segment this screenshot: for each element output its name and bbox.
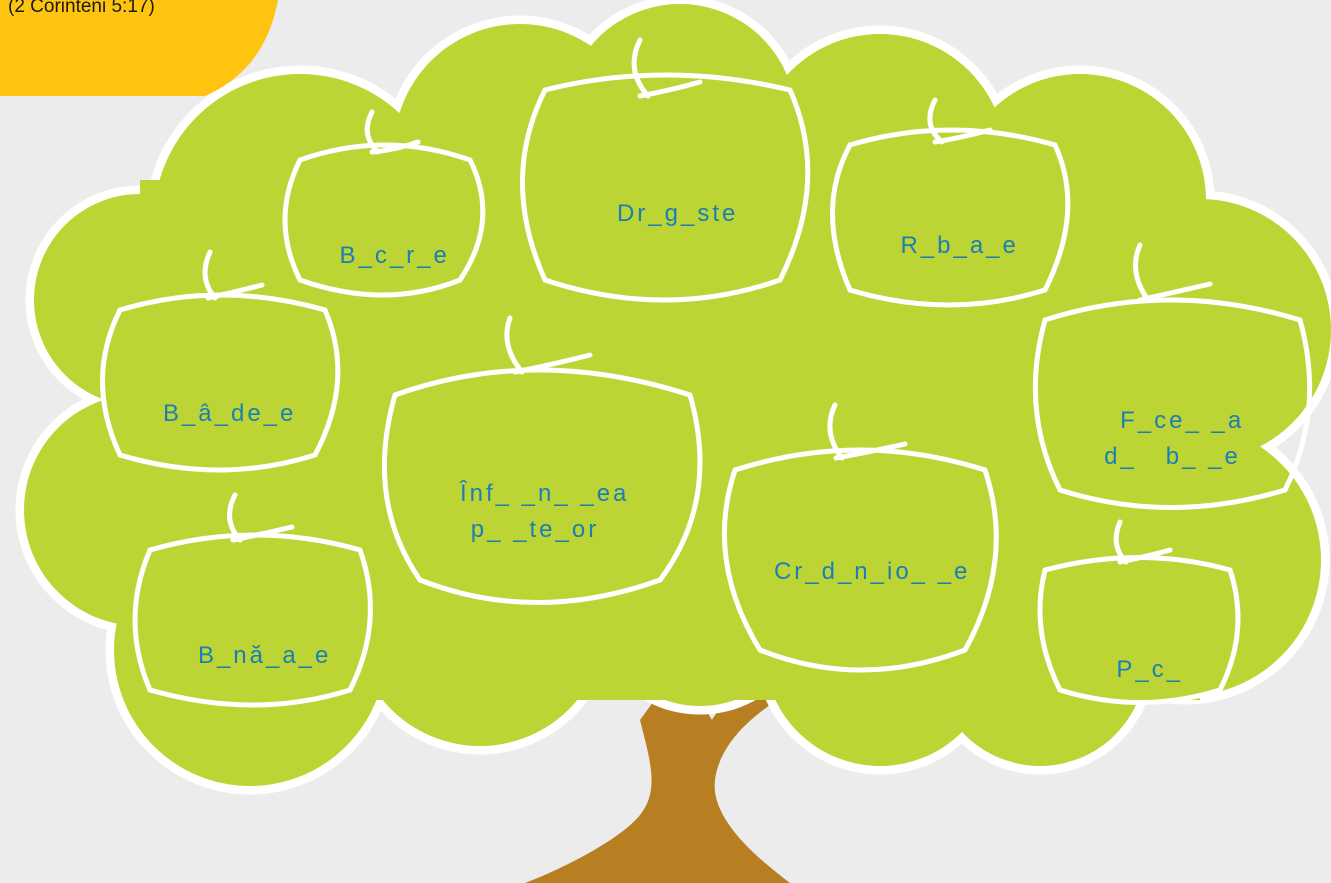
apple-dragoste bbox=[520, 37, 811, 303]
apple-bunatate bbox=[132, 492, 373, 708]
tree-canopy-fill bbox=[24, 4, 1331, 786]
apple-credinciosie bbox=[721, 402, 999, 673]
apple-pace bbox=[1037, 519, 1241, 705]
verse-reference: (2 Corinteni 5:17) bbox=[8, 0, 155, 17]
apple-bucurie bbox=[282, 109, 486, 298]
apple-facerea-de-bine bbox=[1032, 242, 1313, 510]
apple-word-blandete: B_â_de_e bbox=[162, 400, 297, 427]
apple-word-rabdare: R_b_a_e bbox=[900, 232, 1019, 259]
apple-word-credinciosie: Cr_d_n_io_ _e bbox=[773, 558, 971, 585]
apple-blandete bbox=[100, 249, 341, 473]
apple-word-pace: P_c_ bbox=[1116, 656, 1184, 683]
apple-infranarea-poftelor bbox=[381, 315, 703, 605]
verse-banner bbox=[0, 0, 278, 96]
apple-word-bunatate: B_nă_a_e bbox=[197, 642, 332, 669]
tree-trunk bbox=[525, 665, 815, 883]
apple-word-dragoste: Dr_g_ste bbox=[616, 200, 739, 227]
apple-rabdare bbox=[830, 97, 1071, 308]
apple-word-bucurie: B_c_r_e bbox=[339, 242, 450, 269]
